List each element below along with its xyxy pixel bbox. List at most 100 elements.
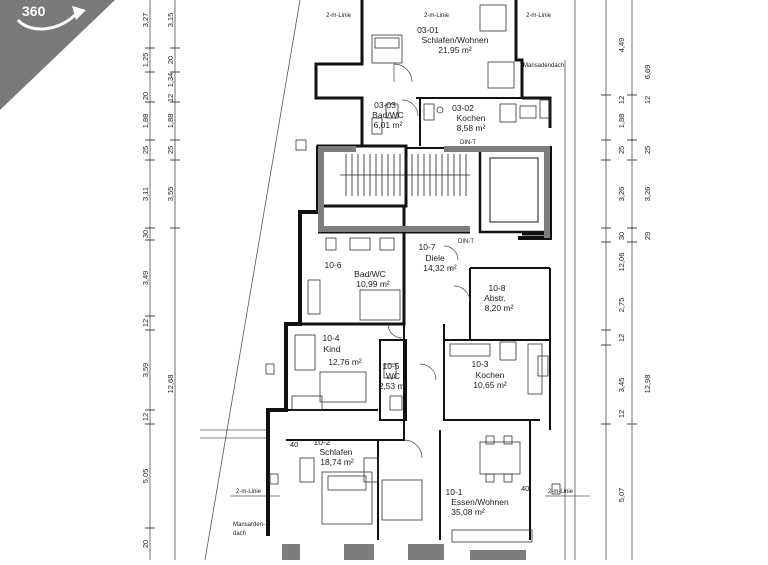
room-name: Schlafen/Wohnen (422, 35, 489, 45)
dim-text: 3,59 (141, 363, 150, 378)
badge-background (0, 0, 115, 110)
dim-text: 12,68 (166, 375, 175, 394)
dim-text: 1,88 (617, 114, 626, 129)
dim-text: 6,69 (643, 65, 652, 80)
wall-fills (282, 146, 550, 560)
dim-text: 1,88 (141, 114, 150, 129)
dim-text: 12,06 (617, 253, 626, 272)
two-meter-line-label: 2-m-Linie (326, 13, 352, 19)
door-label: DIN-T (458, 239, 474, 245)
room-number: 10-2 (313, 437, 330, 447)
dim-text: 3,49 (141, 271, 150, 286)
dim-text: 12 (643, 96, 652, 104)
dim-text: 3,26 (617, 187, 626, 202)
room-name: WC (386, 371, 400, 381)
mansard-roof-label: Mansarden- (233, 522, 265, 528)
dim-text: 20 (141, 92, 150, 100)
room-name: Abstr. (484, 293, 506, 303)
room-area: 8,20 m² (485, 303, 514, 313)
room-area: 18,74 m² (320, 457, 354, 467)
room-area: 10,65 m² (473, 380, 507, 390)
misc-labels: Mansadendach Mansarden- dach 2-m-Linie 2… (233, 13, 574, 537)
room-name: Diele (425, 253, 445, 263)
dimension-texts-right: 4,49 12 1,88 25 3,26 30 2,75 12 3,45 12 … (617, 38, 652, 503)
dim-text: 25 (141, 146, 150, 154)
dim-text: 29 (643, 232, 652, 240)
room-area: 14,32 m² (423, 263, 457, 273)
dim-text: 12 (617, 334, 626, 342)
room-number: 10-8 (488, 283, 505, 293)
roof-edges (200, 0, 590, 561)
room-labels: 03-01 Schlafen/Wohnen 21,95 m² 03-03 Bad… (313, 25, 513, 517)
badge-label: 360 (22, 3, 46, 19)
dim-text: 12 (617, 410, 626, 418)
dim-text: 5,05 (141, 469, 150, 484)
room-number: 03-03 (374, 100, 396, 110)
view-360-icon: 360 (0, 0, 115, 110)
dim-text: 12 (141, 319, 150, 327)
dim-text: 3,11 (141, 187, 150, 201)
dim-text: 1,88 (166, 114, 175, 129)
dim-text: 1,34 (166, 73, 175, 88)
room-name: Essen/Wohnen (451, 497, 509, 507)
dimension-texts-left: 3,27 1,25 20 1,88 25 3,11 30 3,49 12 3,5… (141, 13, 175, 548)
dim-text: 25 (166, 146, 175, 154)
dim-text: 25 (617, 146, 626, 154)
room-number: 10-6 (324, 260, 341, 270)
room-number: 03-02 (452, 103, 474, 113)
room-area: 35,08 m² (451, 507, 485, 517)
two-meter-line-label: 2-m-Linie (526, 13, 552, 19)
dim-text: 20 (141, 540, 150, 548)
walls (266, 0, 552, 540)
mansard-roof-label: dach (233, 531, 246, 537)
furniture (265, 4, 561, 543)
dim-text: 12 (617, 96, 626, 104)
dim-text: 12,98 (643, 375, 652, 394)
room-number: 10-3 (471, 359, 488, 369)
room-name: Kochen (457, 113, 486, 123)
room-name: Bad/WC (354, 269, 386, 279)
room-name: Schlafen (319, 447, 352, 457)
room-name: Kochen (476, 370, 505, 380)
arrow-head-icon (72, 6, 86, 20)
room-number: 03-01 (417, 25, 439, 35)
room-number: 10-5 (382, 361, 399, 371)
room-area: 8,58 m² (457, 123, 486, 133)
dim-text: 2,75 (617, 298, 626, 313)
dim-text: 3,55 (166, 187, 175, 202)
dim-text: 30 (141, 230, 150, 238)
mansard-roof-label: Mansadendach (523, 63, 564, 69)
view-360-badge[interactable]: 360 (0, 0, 115, 110)
two-meter-line-label: 2-m-Linie (424, 13, 450, 19)
dim-text: 3,27 (141, 13, 150, 28)
dim-text: 3,45 (617, 378, 626, 393)
two-meter-line-label: 2-m-Linie (236, 489, 262, 495)
dim-text: 12 (141, 413, 150, 421)
room-name: Bad/WC (372, 110, 404, 120)
room-number: 10-4 (322, 333, 339, 343)
dimension-lines (145, 0, 637, 560)
room-area: 6,01 m² (374, 120, 403, 130)
dim-text: 3,15 (166, 13, 175, 28)
two-meter-line-label: 2-m-Linie (548, 489, 574, 495)
wall-thickness-label: 40 (521, 484, 529, 493)
wall-thickness-label: 40 (290, 440, 298, 449)
staircase (340, 154, 470, 196)
dim-text: 30 (617, 232, 626, 240)
dim-text: 5,07 (617, 488, 626, 503)
room-name: Kind (323, 344, 340, 354)
dim-text: 20 (166, 56, 175, 64)
room-area: 10,99 m² (356, 279, 390, 289)
door-swings (387, 63, 471, 459)
room-area: 2,53 m² (379, 381, 408, 391)
dim-text: 25 (643, 146, 652, 154)
dim-text: 12 (166, 94, 175, 102)
room-number: 10-1 (445, 487, 462, 497)
rotate-arrow-icon (16, 10, 80, 31)
room-area: 12,76 m² (328, 357, 362, 367)
door-label: DIN-T (460, 140, 476, 146)
dim-text: 4,49 (617, 38, 626, 53)
room-number: 10-7 (418, 242, 435, 252)
